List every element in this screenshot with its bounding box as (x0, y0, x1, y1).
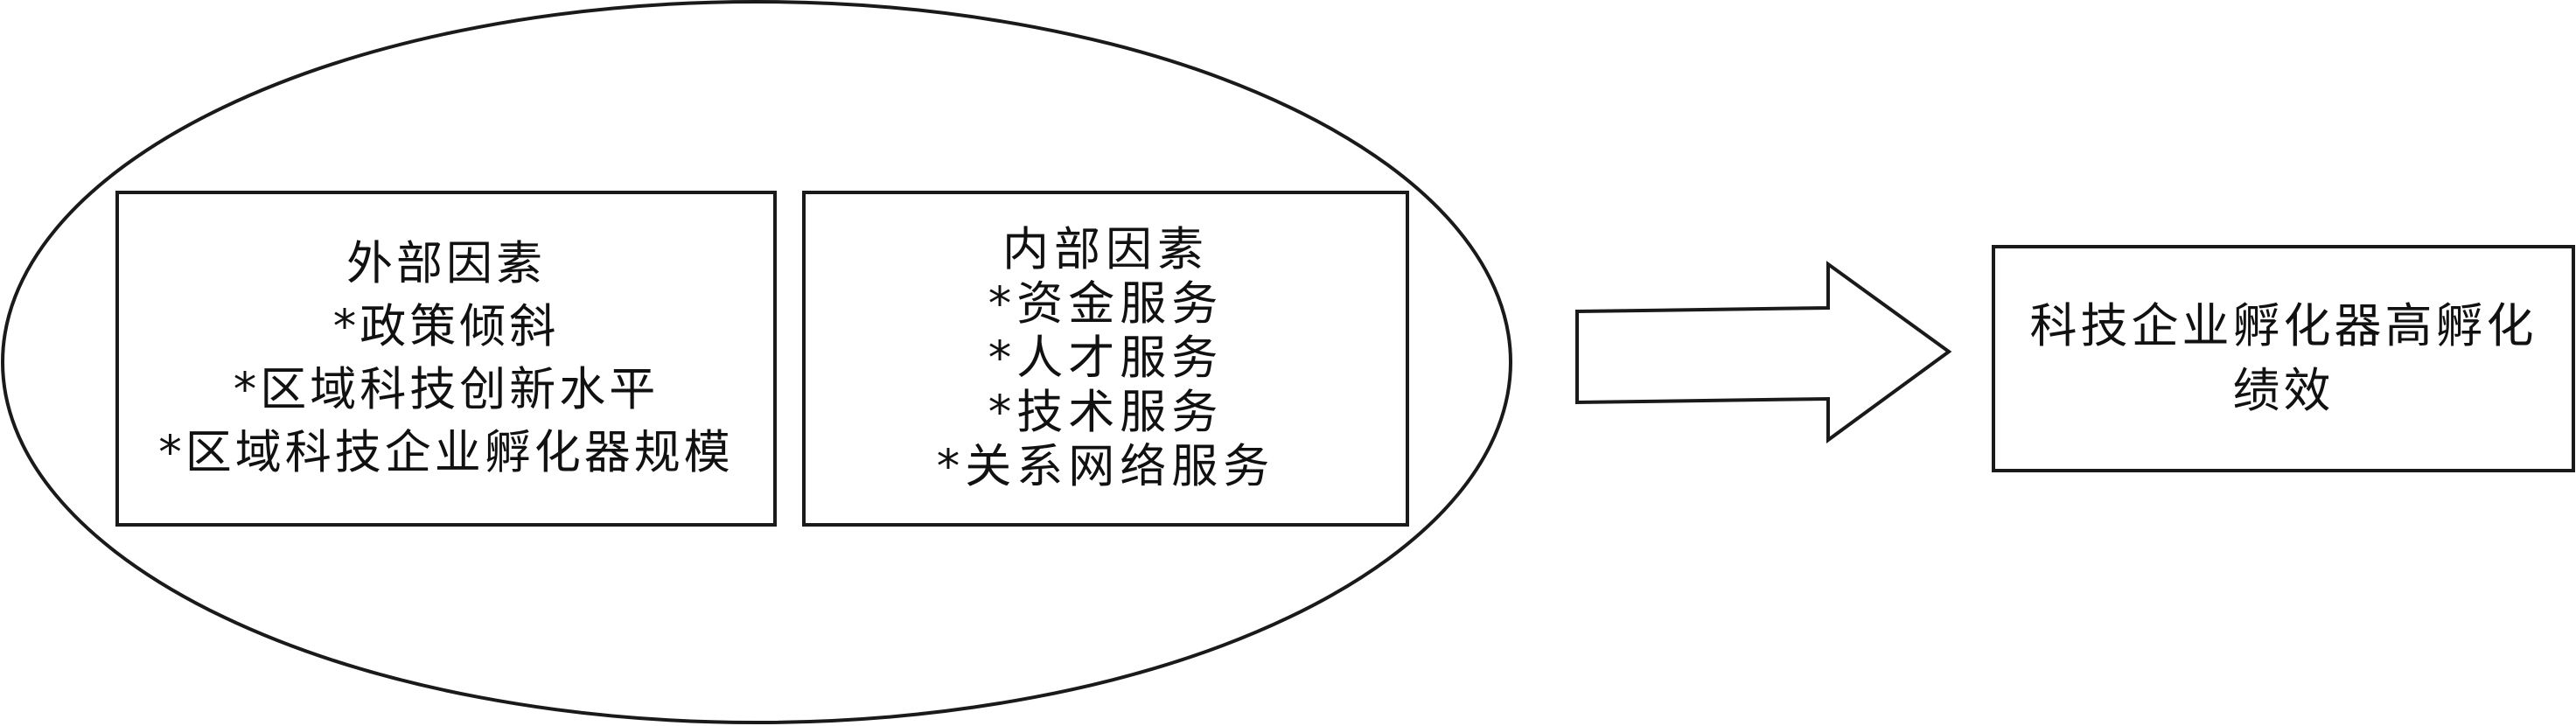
outcome-text: 科技企业孵化器高孵化绩效 (2029, 298, 2538, 418)
factors-ellipse (1, 0, 1512, 724)
external-factor-item: *区域科技企业孵化器规模 (158, 426, 734, 479)
external-factors-box: 外部因素 *政策倾斜 *区域科技创新水平 *区域科技企业孵化器规模 (115, 191, 777, 527)
external-factors-title: 外部因素 (346, 237, 546, 290)
internal-factor-item: *关系网络服务 (936, 440, 1275, 493)
internal-factor-item: *资金服务 (988, 277, 1224, 331)
internal-factors-box: 内部因素 *资金服务 *人才服务 *技术服务 *关系网络服务 (802, 191, 1409, 527)
outcome-box: 科技企业孵化器高孵化绩效 (1992, 245, 2575, 472)
internal-factor-item: *技术服务 (988, 386, 1224, 439)
external-factor-item: *政策倾斜 (332, 300, 560, 353)
external-factor-item: *区域科技创新水平 (233, 363, 660, 416)
internal-factor-item: *人才服务 (988, 332, 1224, 385)
right-arrow-icon (1575, 261, 1952, 443)
internal-factors-title: 内部因素 (1002, 223, 1209, 276)
